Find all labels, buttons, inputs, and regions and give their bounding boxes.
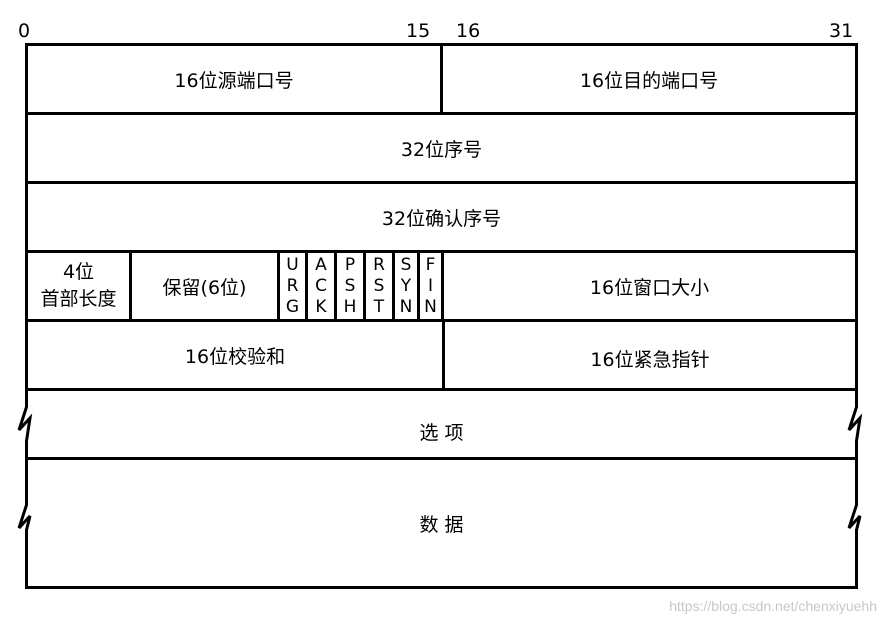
bit-label-16: 16 xyxy=(456,20,481,42)
header-length-line2: 首部长度 xyxy=(40,288,117,310)
flag-letter: S xyxy=(344,275,356,296)
field-divider xyxy=(129,250,132,322)
flag-letter: H xyxy=(343,296,357,317)
right-border xyxy=(855,529,858,589)
flag-letter: R xyxy=(373,254,385,275)
field-destination-port: 16位目的端口号 xyxy=(579,69,719,92)
flag-syn: S Y N xyxy=(395,253,417,319)
field-divider xyxy=(417,250,420,322)
flag-letter: S xyxy=(373,275,385,296)
flag-letter: U xyxy=(286,254,299,275)
flag-letter: Y xyxy=(400,275,412,296)
field-divider xyxy=(334,250,337,322)
field-divider xyxy=(440,43,443,115)
left-border xyxy=(25,529,28,589)
flag-rst: R S T xyxy=(366,253,392,319)
field-divider xyxy=(277,250,280,322)
bottom-border xyxy=(25,586,858,589)
flag-letter: N xyxy=(424,296,437,317)
flag-letter: K xyxy=(315,296,327,317)
flag-letter: I xyxy=(427,275,433,296)
break-mark-left xyxy=(17,390,33,442)
flag-urg: U R G xyxy=(280,253,305,319)
flag-letter: A xyxy=(315,254,327,275)
flag-letter: P xyxy=(344,254,356,275)
right-border xyxy=(855,440,858,498)
flag-letter: R xyxy=(286,275,299,296)
flag-ack: A C K xyxy=(308,253,334,319)
row-divider xyxy=(25,388,858,391)
header-length-line1: 4位 xyxy=(62,261,95,283)
field-checksum: 16位校验和 xyxy=(184,345,286,368)
row-divider xyxy=(25,181,858,184)
flag-letter: G xyxy=(285,296,300,317)
flag-letter: C xyxy=(315,275,327,296)
bit-label-15: 15 xyxy=(406,20,431,42)
flag-letter: S xyxy=(400,254,412,275)
flag-letter: T xyxy=(373,296,385,317)
bit-label-0: 0 xyxy=(18,20,31,42)
left-border xyxy=(25,43,28,391)
flag-fin: F I N xyxy=(420,253,441,319)
field-divider xyxy=(363,250,366,322)
field-sequence-number: 32位序号 xyxy=(400,138,483,161)
left-border xyxy=(25,440,28,498)
field-window-size: 16位窗口大小 xyxy=(589,276,710,299)
break-mark-right xyxy=(847,390,863,442)
field-header-length: 4位 首部长度 xyxy=(28,253,129,319)
flag-psh: P S H xyxy=(337,253,363,319)
field-options: 选 项 xyxy=(419,421,464,444)
flag-letter: F xyxy=(425,254,436,275)
flag-letter: N xyxy=(399,296,413,317)
bit-label-31: 31 xyxy=(829,20,854,42)
field-divider xyxy=(442,319,445,391)
field-reserved: 保留(6位) xyxy=(162,276,247,299)
break-mark-right xyxy=(847,497,862,531)
watermark: https://blog.csdn.net/chenxiyuehh xyxy=(669,598,877,614)
field-data: 数 据 xyxy=(419,513,464,536)
row-divider xyxy=(25,457,858,460)
break-mark-left xyxy=(17,497,32,531)
right-border xyxy=(855,43,858,391)
field-acknowledgment-number: 32位确认序号 xyxy=(381,207,502,230)
field-divider xyxy=(392,250,395,322)
field-urgent-pointer: 16位紧急指针 xyxy=(590,349,710,371)
field-source-port: 16位源端口号 xyxy=(174,69,294,92)
field-divider xyxy=(441,250,444,322)
field-divider xyxy=(305,250,308,322)
